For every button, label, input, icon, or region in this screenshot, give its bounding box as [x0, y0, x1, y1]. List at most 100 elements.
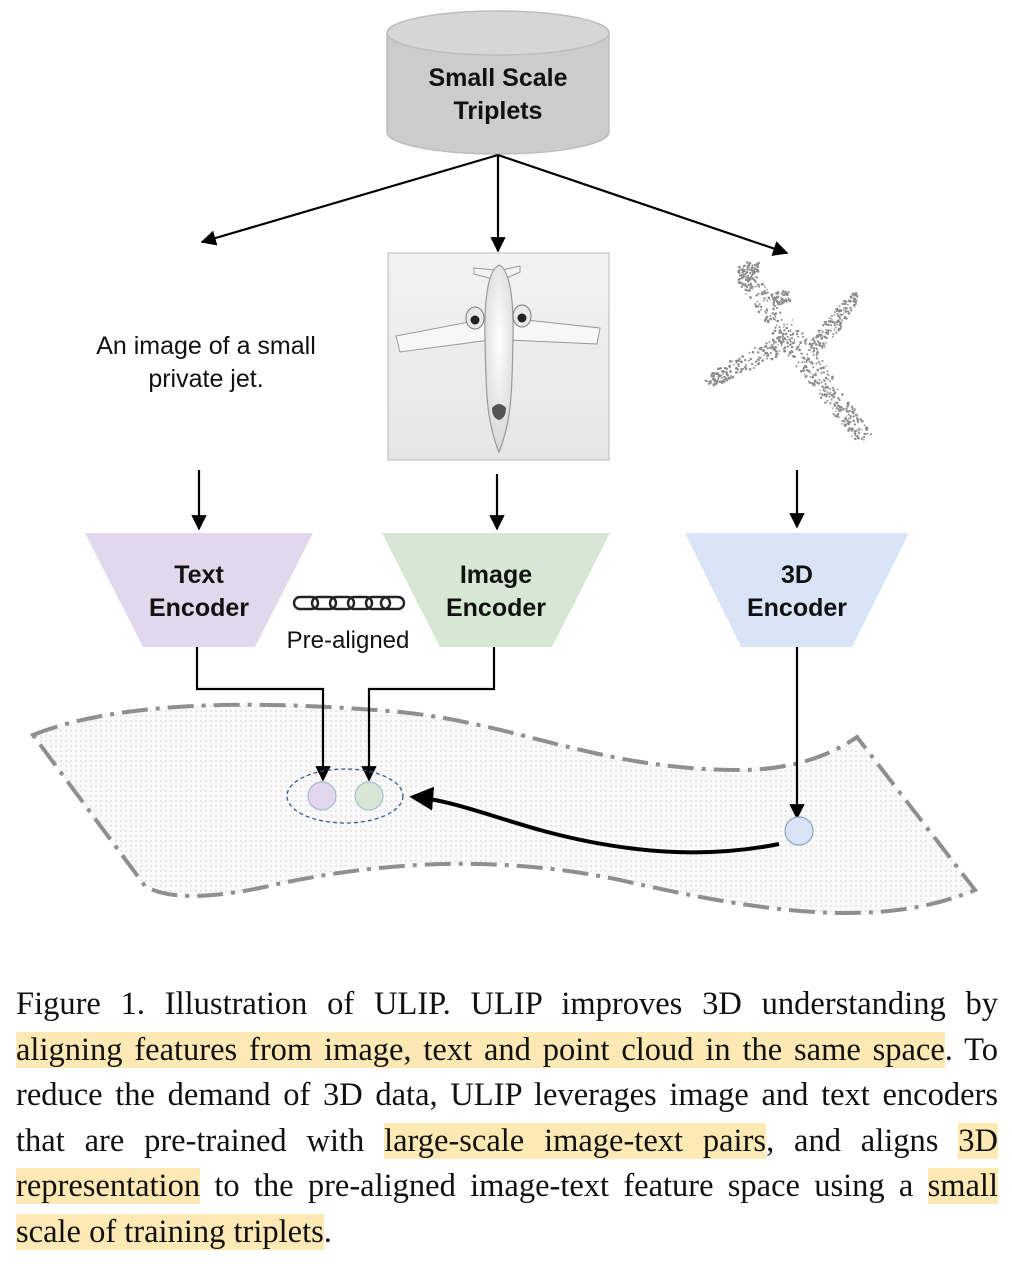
point-cloud-point	[815, 336, 818, 339]
ulip-figure: Small Scale Triplets An image of a small…	[29, 10, 979, 915]
point-cloud-point	[738, 269, 740, 272]
point-cloud-point	[857, 430, 860, 432]
point-cloud-point	[795, 348, 798, 351]
point-cloud-point	[741, 273, 743, 276]
point-cloud-point	[819, 396, 823, 400]
point-cloud-point	[784, 332, 788, 336]
point-cloud-point	[811, 375, 815, 379]
point-cloud-point	[823, 367, 826, 369]
point-cloud-point	[735, 361, 738, 363]
point-cloud-point	[822, 342, 825, 345]
point-cloud-point	[820, 372, 823, 374]
point-cloud-point	[758, 303, 761, 306]
point-cloud-point	[789, 352, 792, 355]
point-cloud-point	[757, 292, 760, 295]
point-cloud-point	[744, 358, 747, 362]
point-cloud-point	[815, 343, 818, 346]
point-cloud-point	[717, 374, 720, 376]
point-cloud-point	[776, 306, 779, 309]
point-cloud-point	[837, 329, 840, 332]
point-cloud-point	[762, 299, 765, 302]
point-cloud-point	[828, 392, 831, 395]
point-cloud-point	[814, 380, 816, 383]
point-cloud-point	[781, 298, 784, 300]
point-cloud-point	[753, 263, 757, 267]
point-cloud-point	[829, 387, 832, 391]
point-cloud-point	[756, 265, 759, 269]
point-cloud-point	[804, 376, 807, 379]
point-cloud-point	[769, 299, 771, 301]
point-cloud-point	[766, 347, 769, 350]
image-encoder: Image Encoder	[382, 533, 610, 647]
point-cloud-point	[833, 314, 836, 317]
point-cloud-point	[743, 264, 746, 268]
point-cloud-point	[839, 305, 841, 307]
point-cloud-point	[777, 338, 781, 341]
point-cloud-point	[828, 374, 830, 377]
point-cloud-point	[786, 339, 788, 341]
point-cloud-point	[784, 291, 788, 294]
point-cloud-point	[719, 381, 721, 383]
point-cloud-point	[742, 268, 746, 272]
point-cloud-point	[780, 303, 782, 306]
point-cloud-point	[724, 371, 728, 374]
point-cloud-point	[760, 291, 764, 294]
point-cloud-point	[742, 274, 744, 276]
point-cloud-point	[829, 380, 831, 383]
point-cloud-point	[801, 332, 804, 335]
point-cloud-point	[827, 378, 830, 381]
caption-part-2: . To reduce the demand of 3D data, ULIP …	[16, 1031, 998, 1159]
point-cloud-point	[814, 379, 816, 381]
point-cloud-point	[740, 276, 743, 279]
point-cloud-point	[746, 276, 750, 280]
point-cloud-point	[851, 408, 854, 410]
feature-space	[29, 702, 979, 915]
text-encoder-line1: Text	[174, 561, 224, 589]
point-cloud-point	[749, 285, 753, 288]
point-cloud-point	[751, 288, 754, 290]
point-cloud-point	[813, 339, 815, 342]
point-cloud-point	[747, 263, 751, 267]
point-cloud-point	[775, 337, 779, 340]
point-cloud-point	[837, 396, 840, 400]
point-cloud-point	[737, 365, 740, 368]
point-cloud-point	[759, 347, 762, 350]
point-cloud-point	[865, 426, 867, 428]
point-cloud-point	[754, 305, 758, 308]
text-encoder: Text Encoder	[85, 533, 313, 647]
point-cloud-point	[809, 376, 812, 378]
point-cloud-point	[825, 365, 827, 367]
point-cloud-point	[757, 362, 760, 366]
point-cloud-point	[824, 323, 827, 326]
point-cloud-point	[815, 362, 818, 365]
point-cloud-point	[844, 315, 847, 318]
point-cloud-point	[845, 419, 847, 421]
point-cloud-point	[832, 413, 835, 416]
point-cloud-point	[729, 366, 731, 369]
point-cloud-point	[819, 392, 821, 395]
point-cloud-point	[786, 323, 788, 326]
point-cloud-point	[718, 367, 722, 370]
point-cloud-point	[810, 346, 813, 349]
image-feature-dot	[354, 781, 384, 811]
point-cloud-point	[795, 365, 798, 368]
point-cloud-point	[772, 317, 775, 320]
point-cloud-point	[846, 307, 848, 310]
point-cloud-point	[776, 324, 778, 327]
caption-part-4: to the pre-aligned image-text feature sp…	[200, 1168, 928, 1204]
point-cloud-point	[833, 393, 836, 396]
point-cloud-point	[866, 432, 869, 435]
point-cloud-point	[808, 343, 811, 346]
point-cloud-point	[812, 346, 816, 350]
point-cloud-point	[827, 319, 831, 323]
point-cloud-point	[833, 403, 836, 406]
point-cloud-point	[771, 331, 775, 335]
3d-encoder-line1: 3D	[781, 561, 813, 589]
point-cloud-point	[789, 329, 792, 331]
point-cloud-point	[799, 341, 803, 344]
point-cloud-point	[712, 384, 716, 387]
point-cloud-point	[735, 367, 738, 370]
point-cloud-point	[774, 318, 777, 321]
point-cloud-point	[810, 344, 814, 347]
point-cloud-point	[843, 302, 847, 306]
